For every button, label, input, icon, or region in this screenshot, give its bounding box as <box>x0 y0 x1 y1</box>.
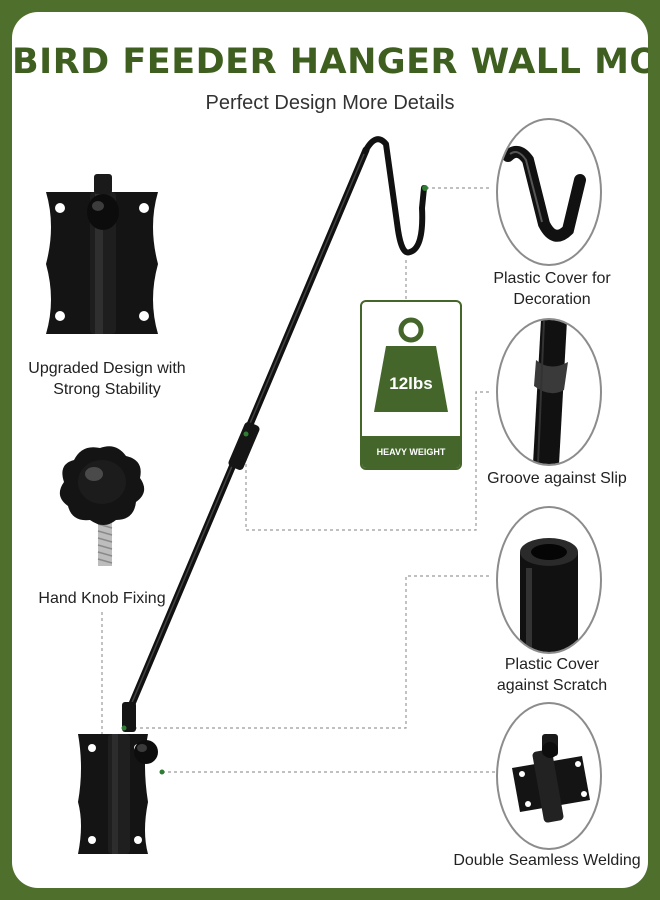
weight-value: 12lbs <box>389 374 433 393</box>
page-subtitle: Perfect Design More Details <box>205 92 455 114</box>
weight-badge: 12lbs HEAVY WEIGHT <box>360 300 462 470</box>
tube-icon <box>520 538 578 652</box>
welding-detail-circle <box>496 702 602 850</box>
scratch-label: Plastic Cover against Scratch <box>496 656 608 694</box>
rod-groove-icon <box>533 320 568 464</box>
guide-lines <box>101 187 496 773</box>
weight-caption: HEAVY WEIGHT <box>362 436 460 468</box>
stability-label: Upgraded Design with Strong Stability <box>28 360 186 398</box>
mounting-plate-icon <box>46 174 158 334</box>
welded-bracket-icon <box>512 734 590 823</box>
page-title: BIRD FEEDER HANGER WALL MOUNT <box>12 42 648 82</box>
bottom-plate-icon <box>78 734 165 854</box>
product-card: BIRD FEEDER HANGER WALL MOUNT Perfect De… <box>12 12 648 888</box>
weight-icon <box>374 317 448 412</box>
knob-label: Hand Knob Fixing <box>38 590 166 607</box>
tube-detail-circle <box>496 506 602 654</box>
groove-detail-circle <box>496 318 602 466</box>
decoration-label: Plastic Cover for Decoration <box>493 270 611 308</box>
hanger-rod-icon <box>121 136 428 732</box>
welding-label: Double Seamless Welding <box>453 852 641 869</box>
product-illustration <box>46 136 496 854</box>
hook-icon <box>502 145 586 242</box>
knob-icon <box>59 446 145 566</box>
hook-detail-circle <box>496 118 602 266</box>
groove-label: Groove against Slip <box>487 470 627 487</box>
